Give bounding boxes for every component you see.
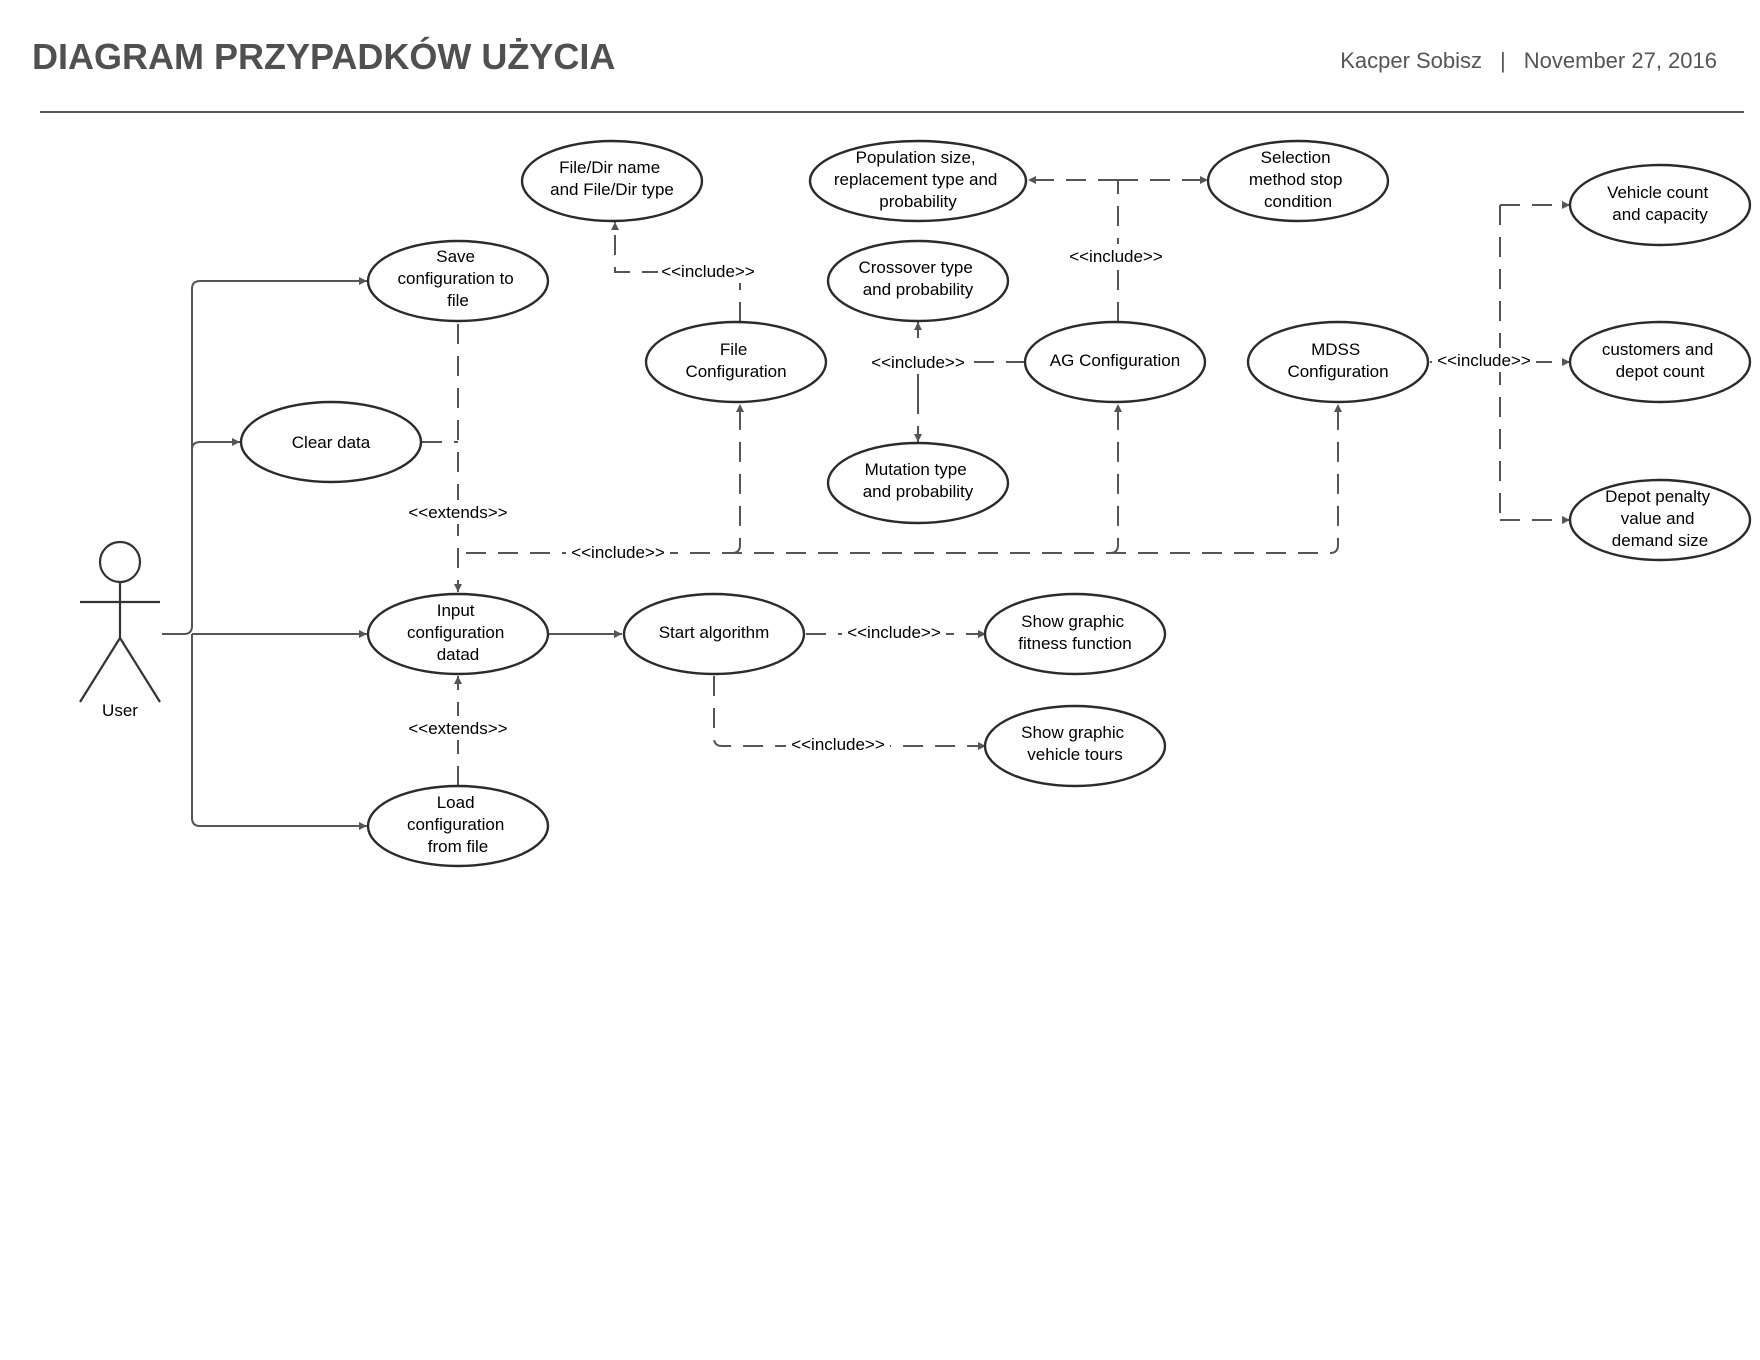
use-case-ag-config-label: AG Configuration — [1050, 351, 1180, 370]
use-case-ag-config[interactable]: AG Configuration — [1023, 320, 1207, 404]
page-title: DIAGRAM PRZYPADKÓW UŻYCIA — [32, 36, 616, 77]
use-case-selection[interactable]: Selection method stop condition — [1206, 139, 1390, 223]
use-case-mutation-label: Mutation type and probability — [863, 460, 974, 501]
use-case-vehicle-count[interactable]: Vehicle count and capacity — [1568, 163, 1752, 247]
use-case-crossover[interactable]: Crossover type and probability — [826, 239, 1010, 323]
use-case-crossover-label: Crossover type and probability — [858, 258, 977, 299]
document-date: November 27, 2016 — [1523, 48, 1717, 73]
include-input-file — [731, 404, 744, 554]
use-case-start-algorithm[interactable]: Start algorithm — [622, 592, 806, 676]
label-include-fitness: <<include>> — [847, 623, 941, 642]
label-include-tours: <<include>> — [791, 735, 885, 754]
use-case-load-config-label: Load configuration from file — [407, 793, 509, 856]
use-case-depot-penalty[interactable]: Depot penalty value and demand size — [1568, 478, 1752, 562]
label-include-mdss: <<include>> — [1437, 351, 1531, 370]
assoc-save-config — [162, 277, 367, 635]
author-name: Kacper Sobisz — [1340, 48, 1483, 73]
use-case-depot-penalty-label: Depot penalty value and demand size — [1605, 487, 1715, 550]
use-case-mutation[interactable]: Mutation type and probability — [826, 441, 1010, 525]
user-actor[interactable]: User — [79, 540, 161, 720]
use-case-mdss-config[interactable]: MDSS Configuration — [1246, 320, 1430, 404]
label-include-input: <<include>> — [571, 543, 665, 562]
use-case-file-config[interactable]: File Configuration — [644, 320, 828, 404]
use-case-show-tours[interactable]: Show graphic vehicle tours — [983, 704, 1167, 788]
actor-head — [98, 540, 142, 584]
use-case-save-config-label: Save configuration to file — [398, 247, 519, 310]
use-case-customers-label: customers and depot count — [1602, 340, 1718, 381]
actor-label: User — [102, 701, 138, 720]
use-case-population-label: Population size, replacement type and pr… — [834, 148, 1002, 211]
use-case-mdss-config-label: MDSS Configuration — [1287, 340, 1388, 381]
relation-labels: <<extends>> <<extends>> <<include>> <<in… — [404, 244, 1536, 756]
use-case-vehicle-count-label: Vehicle count and capacity — [1607, 183, 1713, 224]
diagram-header: DIAGRAM PRZYPADKÓW UŻYCIA Kacper Sobisz |… — [0, 0, 1760, 115]
use-case-selection-label: Selection method stop condition — [1249, 148, 1347, 211]
actor-right-leg — [119, 637, 161, 703]
actor-left-leg — [79, 637, 121, 703]
use-case-population[interactable]: Population size, replacement type and pr… — [808, 139, 1028, 223]
label-include-file: <<include>> — [661, 262, 755, 281]
use-case-clear-data-label: Clear data — [292, 433, 371, 452]
use-case-start-algorithm-label: Start algorithm — [659, 623, 770, 642]
use-case-file-config-label: File Configuration — [685, 340, 786, 381]
use-case-show-tours-label: Show graphic vehicle tours — [1021, 723, 1129, 764]
use-case-show-fitness-label: Show graphic fitness function — [1018, 612, 1131, 653]
use-case-input-config[interactable]: Input configuration datad — [366, 592, 550, 676]
header-divider — [40, 111, 1744, 113]
label-include-ag-cross: <<include>> — [871, 353, 965, 372]
dashed-relations — [422, 176, 1570, 786]
use-case-save-config[interactable]: Save configuration to file — [366, 239, 550, 323]
include-input-ag — [1109, 404, 1122, 554]
use-case-clear-data[interactable]: Clear data — [239, 400, 423, 484]
include-input-mdss — [466, 404, 1342, 554]
actor-associations — [162, 277, 622, 830]
use-case-customers[interactable]: customers and depot count — [1568, 320, 1752, 404]
assoc-load-config — [191, 634, 367, 830]
assoc-clear-data — [191, 438, 240, 451]
use-case-show-fitness[interactable]: Show graphic fitness function — [983, 592, 1167, 676]
label-include-ag-top: <<include>> — [1069, 247, 1163, 266]
use-case-load-config[interactable]: Load configuration from file — [366, 784, 550, 868]
meta-separator: | — [1500, 48, 1506, 73]
use-case-input-config-label: Input configuration datad — [407, 601, 509, 664]
use-case-file-dir-label: File/Dir name and File/Dir type — [550, 158, 674, 199]
label-extends-load: <<extends>> — [408, 719, 507, 738]
include-show-tours — [713, 676, 986, 750]
label-extends-save: <<extends>> — [408, 503, 507, 522]
use-case-file-dir[interactable]: File/Dir name and File/Dir type — [520, 139, 704, 223]
header-meta: Kacper Sobisz | November 27, 2016 — [1340, 48, 1717, 74]
